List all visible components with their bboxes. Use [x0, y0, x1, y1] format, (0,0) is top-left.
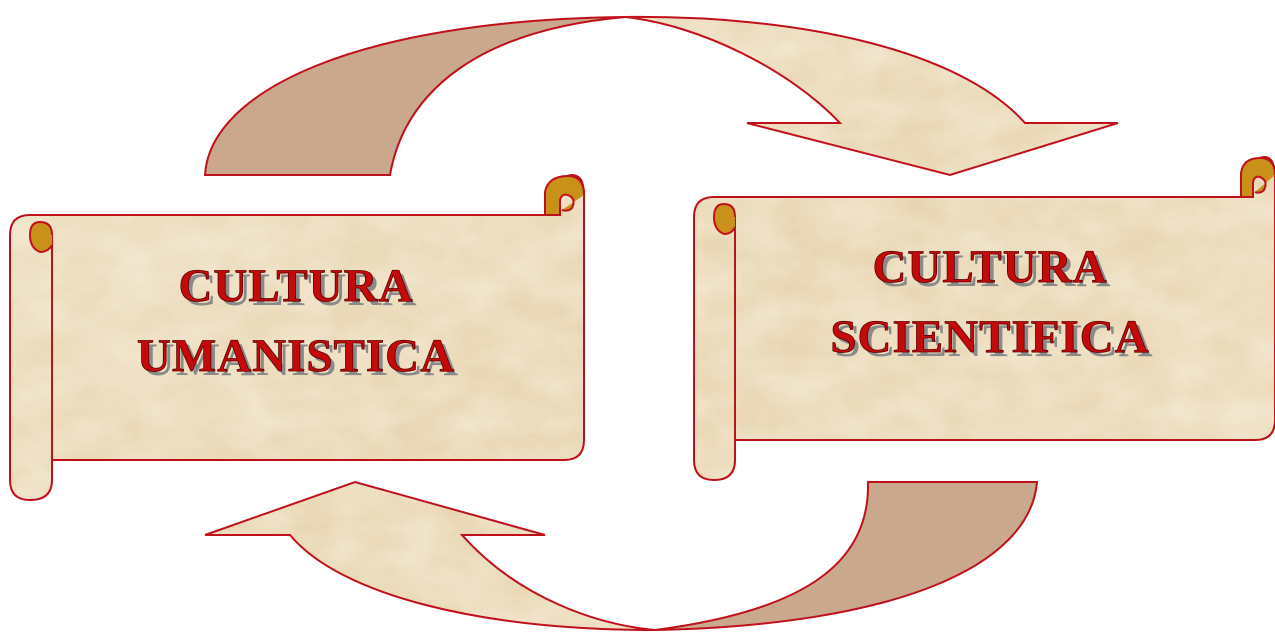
top-arrow-front-face: [625, 17, 1118, 175]
scroll-right-curl-top-left: [714, 204, 735, 234]
bottom-arrow-front-face: [205, 482, 655, 630]
scroll-right: CULTURA CULTURA SCIENTIFICA SCIENTIFICA: [694, 157, 1275, 480]
bottom-cycle-arrow: [205, 482, 1037, 630]
scroll-right-line2: SCIENTIFICA: [830, 311, 1149, 363]
scroll-right-line1: CULTURA: [872, 241, 1107, 293]
top-arrow-back-face: [205, 17, 625, 175]
scroll-left-curl-top-left: [30, 222, 52, 252]
scroll-left-line2: UMANISTICA: [137, 330, 455, 382]
top-cycle-arrow: [205, 17, 1118, 175]
scroll-left-line1: CULTURA: [178, 260, 413, 312]
scroll-left: CULTURA CULTURA UMANISTICA UMANISTICA: [10, 175, 584, 500]
bottom-arrow-back-face: [655, 482, 1037, 630]
